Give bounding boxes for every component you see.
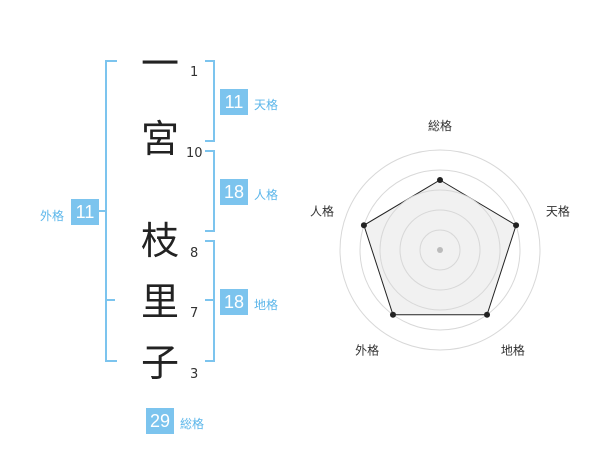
radar-inner-ring-1 [419, 229, 461, 271]
radar-ring-5 [339, 149, 541, 351]
radar-point-2 [484, 311, 491, 318]
name-char-5: 子 [140, 341, 179, 385]
radar-axis-label-4: 人格 [310, 204, 334, 219]
stroke-count-3: 8 [190, 246, 199, 261]
radar-axis-label-0: 総格 [428, 118, 452, 133]
gaikaku-label: 外格 [40, 209, 65, 223]
tenkaku-bracket [205, 60, 215, 142]
chikaku-score-badge: 18 [220, 289, 248, 315]
chikaku-label: 地格 [254, 298, 279, 312]
name-char-1: 一 [140, 42, 179, 86]
stroke-count-5: 3 [190, 367, 199, 382]
radar-point-1 [513, 222, 520, 229]
gaikaku-score-badge: 11 [71, 199, 99, 225]
soukaku-score-badge: 29 [146, 408, 174, 434]
stroke-count-4: 7 [190, 306, 199, 321]
name-char-3: 枝 [140, 219, 179, 263]
tenkaku-score-badge: 11 [220, 89, 248, 115]
jinkaku-label: 人格 [254, 188, 279, 202]
gaikaku-bracket [105, 60, 117, 362]
stroke-count-2: 10 [186, 146, 203, 161]
radar-center-dot [437, 247, 443, 253]
chikaku-bracket [205, 240, 215, 362]
chikaku-inner-tick [205, 299, 215, 301]
radar-ring-4 [359, 169, 521, 331]
stroke-count-1: 1 [190, 65, 199, 80]
gaikaku-bracket-tick [95, 210, 105, 212]
radar-axis-label-3: 外格 [355, 342, 379, 357]
soukaku-label: 総格 [180, 417, 205, 431]
gaikaku-inner-tick [105, 299, 115, 301]
radar-axis-label-1: 天格 [546, 204, 570, 219]
jinkaku-score-badge: 18 [220, 179, 248, 205]
radar-inner-ring-2 [399, 209, 481, 291]
name-char-4: 里 [140, 280, 179, 324]
radar-point-0 [437, 177, 443, 183]
jinkaku-bracket [205, 150, 215, 232]
radar-inner-ring-3 [379, 189, 501, 311]
radar-point-3 [389, 311, 396, 318]
radar-point-4 [360, 222, 367, 229]
radar-axis-label-2: 地格 [501, 342, 525, 357]
name-char-2: 宮 [140, 117, 179, 161]
tenkaku-label: 天格 [254, 98, 279, 112]
